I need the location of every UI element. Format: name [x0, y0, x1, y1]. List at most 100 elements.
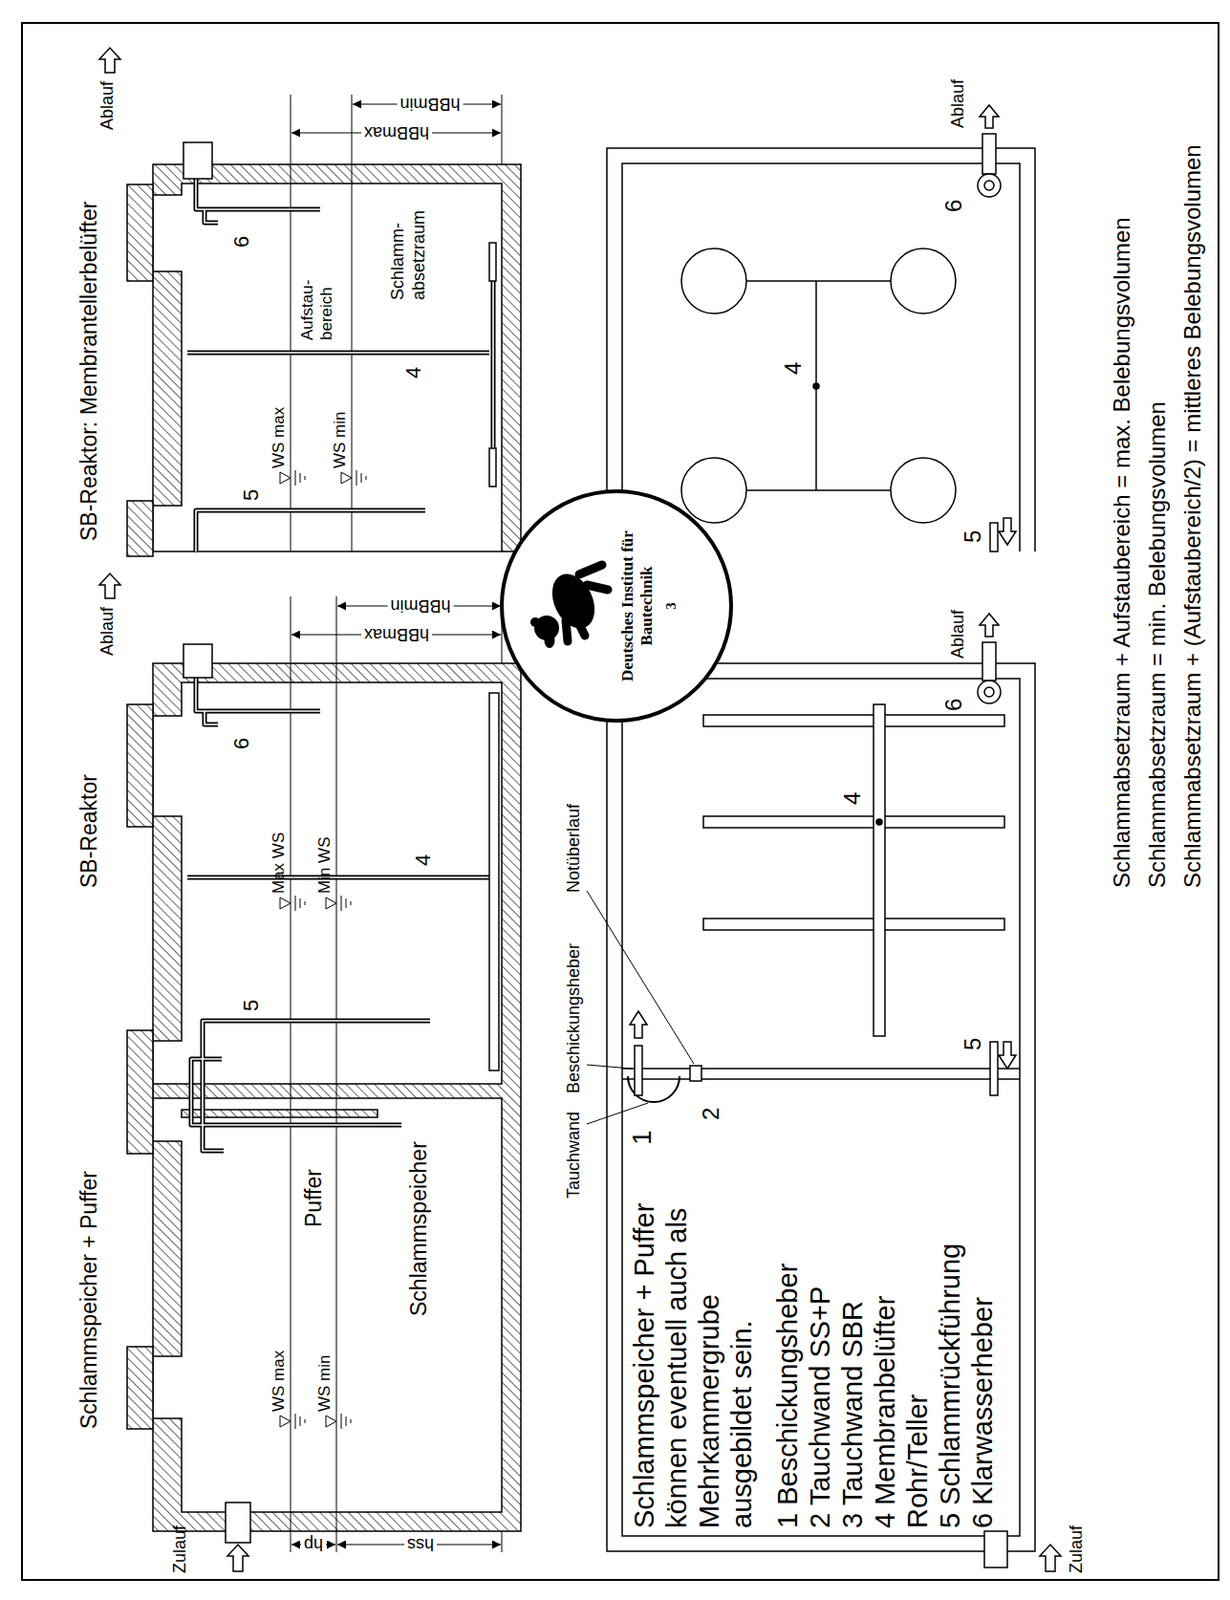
volume-note: Schlammabsetzraum + (Aufstaubereich/2) =… [1179, 144, 1208, 888]
plan-fitting [681, 457, 747, 523]
plan-outline [606, 148, 1036, 552]
plan-fitting [990, 522, 998, 552]
dimension-label: hBBmax [361, 124, 432, 142]
plan-fitting [746, 280, 891, 282]
callout-number: 4 [410, 854, 436, 866]
callout-number: 5 [959, 1037, 988, 1051]
plan-fitting [984, 180, 994, 191]
plan-fitting [977, 680, 1001, 704]
pipe-bore [191, 1058, 402, 1125]
flow-label: Ablauf [97, 81, 119, 130]
pipe-fitting [183, 142, 499, 1543]
pipe [202, 1020, 431, 1151]
plan-fitting [746, 489, 891, 492]
water-level-line [290, 596, 292, 1553]
dimension-label: hBBmin [387, 597, 454, 615]
pipe-bore [195, 677, 321, 712]
plan-outline [606, 663, 1036, 1552]
leader-line [586, 890, 694, 1124]
plan-outline [622, 678, 1020, 1536]
flow-label: Zulauf [1066, 1525, 1088, 1574]
plan-fitting [690, 1065, 702, 1081]
water-level-label: Max WS [269, 832, 289, 894]
callout-number: 4 [401, 366, 427, 379]
pipe [187, 178, 494, 1151]
note-text: Schlammspeicher + Puffer können eventuel… [627, 1184, 758, 1529]
flow-arrow [979, 613, 999, 637]
pipe-bore [204, 711, 218, 725]
dimension-label: hBBmin [396, 95, 463, 113]
pipe-fitting [489, 692, 499, 1071]
pipe-bore [492, 261, 495, 473]
leader-line [586, 1064, 632, 1069]
pipe-fitting [183, 644, 213, 678]
flow-arrow [99, 47, 1061, 1572]
key-entry: 3 Tauchwand SBR [836, 1184, 869, 1529]
tank-wall [127, 164, 521, 1532]
water-level-line [501, 1531, 503, 1553]
plan-fitting [982, 642, 996, 681]
pipe [204, 711, 218, 725]
leader-line [586, 890, 694, 1064]
callout-number: 2 [697, 1107, 726, 1121]
plan-fitting [681, 248, 747, 314]
pipe-bore [202, 1020, 431, 1151]
callout-number: 5 [959, 530, 988, 543]
water-level-symbol [325, 897, 337, 909]
water-level-symbol [295, 470, 367, 1429]
callout-number: 1 [625, 1129, 659, 1145]
dimension-label: hp [301, 1535, 326, 1554]
plan-outline [622, 163, 1020, 552]
sheet-frame [21, 22, 1219, 1580]
water-level-symbol [280, 897, 291, 909]
callout-number: 4 [839, 792, 867, 805]
plan-fitting [634, 1045, 643, 1096]
tank-wall [127, 1030, 153, 1154]
flow-arrow [227, 1544, 249, 1572]
flow-arrow [99, 573, 121, 599]
water-level-label: WS max [269, 407, 289, 469]
pipe [491, 261, 497, 473]
tank-wall [181, 1109, 378, 1118]
pipe [187, 350, 490, 356]
water-level-line [501, 94, 503, 165]
zone-label: Puffer [301, 1168, 326, 1228]
bear-limb [579, 564, 603, 575]
water-level-symbol [325, 1415, 337, 1427]
flow-label: Zulauf [170, 1525, 192, 1574]
stamp-outline [498, 488, 734, 724]
text-column: Schlammspeicher + Puffer können eventuel… [627, 1184, 999, 1529]
pipe [204, 209, 218, 223]
tank-wall [127, 704, 153, 827]
plan-view-compartment: Schlammspeicher + Puffer können eventuel… [622, 1078, 1020, 1536]
plan-fitting [890, 457, 956, 523]
tank-section-view: Schlammspeicher + PufferPufferSchlammspe… [181, 1098, 502, 1512]
callout-number: 6 [229, 236, 255, 248]
plan-fitting [703, 918, 1005, 930]
plan-fitting [876, 819, 883, 825]
water-level-symbol [280, 1415, 291, 1427]
key-entry: 6 Klarwasserheber [966, 1184, 999, 1529]
pipe-bore [187, 876, 490, 879]
callout-number: 5 [238, 999, 264, 1012]
plan-fitting [982, 133, 996, 174]
section-title: SB-Reaktor: Membrantellerbelüfter [76, 201, 102, 541]
plan-outline [622, 1067, 1020, 1070]
flow-label: Ablauf [948, 79, 970, 129]
callout-number: 4 [779, 362, 808, 375]
flow-arrow [99, 47, 121, 73]
pipe-fitting [489, 448, 497, 487]
zone-label: Schlammspeicher [406, 1141, 432, 1317]
tank-wall [127, 500, 153, 557]
water-level-label: WS max [269, 1350, 289, 1412]
pipe [195, 178, 321, 210]
section-title: Schlammspeicher + Puffer [76, 1170, 102, 1429]
stamp-ring [501, 491, 732, 721]
bear-limb [565, 620, 568, 642]
key-entry: 1 Beschickungsheber [771, 1184, 804, 1529]
stamp-number: 3 [663, 524, 680, 688]
pipe-bore [195, 178, 321, 210]
pipe [195, 677, 321, 712]
leader-label: Notüberlauf [563, 803, 585, 893]
